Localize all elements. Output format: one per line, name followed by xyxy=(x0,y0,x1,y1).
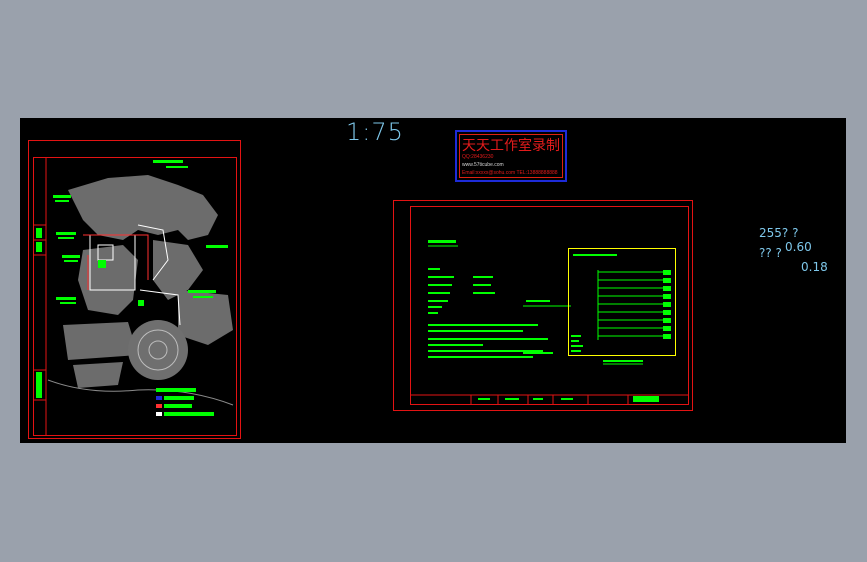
electrical-schematic-drawing-icon xyxy=(393,200,693,411)
readout-value-2: 0.18 xyxy=(801,260,828,274)
readout-row-1: 255? ? 0.60 xyxy=(759,226,846,254)
site-plan-sheet[interactable] xyxy=(28,140,243,440)
readout-row-2: ?? ? 0.18 xyxy=(759,246,846,274)
watermark-stamp: 天天工作室录制 QQ:28436230 www.57ticube.com Ema… xyxy=(455,130,567,182)
stamp-inner-border xyxy=(459,134,563,178)
site-plan-drawing-icon xyxy=(28,140,241,439)
schematic-sheet[interactable] xyxy=(393,200,695,412)
scale-label: 1:75 xyxy=(346,118,404,146)
readout-value-1: 0.60 xyxy=(785,240,812,254)
cad-canvas[interactable]: 1:75 天天工作室录制 QQ:28436230 www.57ticube.co… xyxy=(20,118,846,443)
stamp-line-contact: Email:xxxxx@sohu.com TEL:13888888888 xyxy=(462,170,558,176)
readout-label-1: 255? ? xyxy=(759,226,799,240)
stamp-line-qq: QQ:28436230 xyxy=(462,154,494,160)
readout-label-2: ?? ? xyxy=(759,246,782,260)
stamp-line-website: www.57ticube.com xyxy=(462,162,504,168)
stamp-title: 天天工作室录制 xyxy=(462,138,560,154)
